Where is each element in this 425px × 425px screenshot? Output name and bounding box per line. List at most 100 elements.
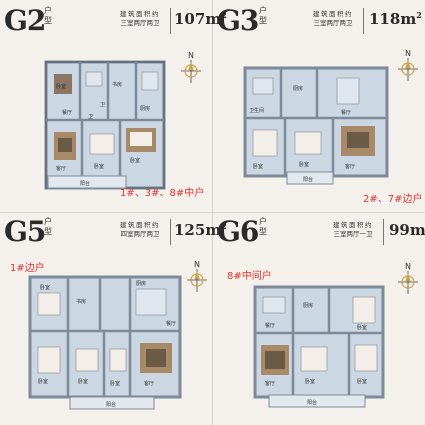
room-label: 厨房 xyxy=(303,302,313,309)
building-tag: 8#中间户 xyxy=(227,271,272,282)
huxing-top: 户 xyxy=(259,6,267,15)
spec-layout: 三室两厅一卫 xyxy=(333,230,373,238)
unit-specs: 建筑面积约 四室两厅两卫 xyxy=(112,221,168,239)
area-value: 118 xyxy=(369,10,401,28)
spec-layout: 三室两厅两卫 xyxy=(313,19,353,27)
compass-north-label: N xyxy=(194,260,200,269)
room-label: 客厅 xyxy=(56,165,66,172)
room-label: 卧室 xyxy=(78,378,88,385)
area-unit: m xyxy=(409,221,425,239)
huxing-top: 户 xyxy=(259,217,267,226)
room-label: 阳台 xyxy=(303,176,313,183)
unit-area: 107m2 xyxy=(174,10,227,28)
compass-icon: N xyxy=(397,261,419,295)
spec-area-label: 建筑面积约 xyxy=(333,221,373,229)
room-label: 卧室 xyxy=(110,380,120,387)
room-label: 客厅 xyxy=(345,163,355,170)
room-label: 书房 xyxy=(76,298,86,305)
building-tag: 1#边户 xyxy=(10,263,45,274)
building-tag: 1#、3#、8#中户 xyxy=(120,188,205,199)
room-label: 餐厅 xyxy=(62,109,72,116)
unit-area: 118m2 xyxy=(369,10,422,28)
room-label: 阳台 xyxy=(80,180,90,187)
floor-plan-g3: 餐厅 厨房 卫生间 卧室 客厅 卧室 阳台 xyxy=(241,60,391,190)
room-label: 餐厅 xyxy=(166,320,176,327)
huxing-top: 户 xyxy=(44,6,52,15)
compass-north-label: N xyxy=(405,49,411,58)
unit-specs: 建筑面积约 三室两厅两卫 xyxy=(305,10,361,28)
room-label: 卧室 xyxy=(357,324,367,331)
room-label: 卧室 xyxy=(40,284,50,291)
room-label: 餐厅 xyxy=(265,322,275,329)
building-tag: 2#、7#边户 xyxy=(363,194,423,205)
floor-plan-g2: 餐厅 书房 厨房 卧室 卫 卫 客厅 卧室 卧室 阳台 xyxy=(40,58,170,198)
unit-g6-panel: G6 户 型 建筑面积约 三室两厅一卫 99m2 8#中间户 N xyxy=(213,213,425,425)
room-label: 卧室 xyxy=(299,161,309,168)
unit-type-label: 户 型 xyxy=(259,217,268,237)
compass-icon: N xyxy=(180,50,202,84)
spec-layout: 四室两厅两卫 xyxy=(120,230,160,238)
room-label: 卧室 xyxy=(305,378,315,385)
compass-icon: N xyxy=(397,48,419,82)
huxing-bottom: 型 xyxy=(44,227,52,236)
spec-area-label: 建筑面积约 xyxy=(120,221,160,229)
unit-area: 125m2 xyxy=(174,221,227,239)
unit-specs: 建筑面积约 三室两厅一卫 xyxy=(325,221,381,239)
compass-icon: N xyxy=(186,259,208,293)
room-label: 卫生间 xyxy=(249,107,264,114)
quadrant-divider-horizontal xyxy=(0,212,425,213)
unit-area: 99m2 xyxy=(389,221,425,239)
floor-plan-g6: 餐厅 厨房 卧室 卧室 客厅 卧室 阳台 xyxy=(249,283,389,413)
huxing-top: 户 xyxy=(44,217,52,226)
spec-area-label: 建筑面积约 xyxy=(120,10,160,18)
room-label: 餐厅 xyxy=(341,109,351,116)
room-label: 卧室 xyxy=(253,163,263,170)
unit-type-label: 户 型 xyxy=(259,6,268,26)
unit-code: G5 xyxy=(4,215,46,248)
spec-divider xyxy=(170,219,171,245)
room-label: 客厅 xyxy=(144,380,154,387)
spec-divider xyxy=(383,219,384,245)
floor-plan-g5: 卧室 厨房 书房 餐厅 卧室 卧室 客厅 阳台 卧室 xyxy=(26,273,186,413)
area-unit: m xyxy=(205,10,222,28)
room-label: 卧室 xyxy=(94,163,104,170)
unit-type-label: 户 型 xyxy=(44,217,53,237)
unit-code: G6 xyxy=(217,215,259,248)
unit-g5-panel: G5 户 型 建筑面积约 四室两厅两卫 125m2 1#边户 N xyxy=(0,213,227,425)
area-unit-sup: 2 xyxy=(221,221,227,231)
room-label: 客厅 xyxy=(265,380,275,387)
spec-divider xyxy=(170,8,171,34)
huxing-bottom: 型 xyxy=(44,16,52,25)
room-label: 卫 xyxy=(88,114,93,120)
unit-specs: 建筑面积约 三室两厅两卫 xyxy=(112,10,168,28)
area-unit: m xyxy=(400,10,417,28)
area-value: 99 xyxy=(389,221,410,239)
room-label: 卧室 xyxy=(130,157,140,164)
room-label: 阳台 xyxy=(307,399,317,406)
room-label: 卧室 xyxy=(357,378,367,385)
room-label: 阳台 xyxy=(106,401,116,408)
unit-g2-panel: G2 户 型 建筑面积约 三室两厅两卫 107m2 N xyxy=(0,0,227,212)
unit-code: G2 xyxy=(4,4,46,37)
unit-code: G3 xyxy=(217,4,259,37)
area-unit-sup: 2 xyxy=(416,10,422,20)
room-label: 厨房 xyxy=(293,85,303,92)
spec-layout: 三室两厅两卫 xyxy=(120,19,160,27)
spec-area-label: 建筑面积约 xyxy=(313,10,353,18)
compass-north-label: N xyxy=(405,262,411,271)
huxing-bottom: 型 xyxy=(259,16,267,25)
unit-g3-panel: G3 户 型 建筑面积约 三室两厅两卫 118m2 N xyxy=(213,0,425,212)
area-unit: m xyxy=(205,221,222,239)
room-label: 卫 xyxy=(100,102,105,108)
room-label: 书房 xyxy=(112,81,122,88)
area-unit-sup: 2 xyxy=(221,10,227,20)
unit-type-label: 户 型 xyxy=(44,6,53,26)
huxing-bottom: 型 xyxy=(259,227,267,236)
room-label: 卧室 xyxy=(56,83,66,90)
area-value: 107 xyxy=(174,10,206,28)
room-label: 厨房 xyxy=(136,280,146,287)
room-label: 厨房 xyxy=(140,105,150,112)
area-value: 125 xyxy=(174,221,206,239)
spec-divider xyxy=(363,8,364,34)
